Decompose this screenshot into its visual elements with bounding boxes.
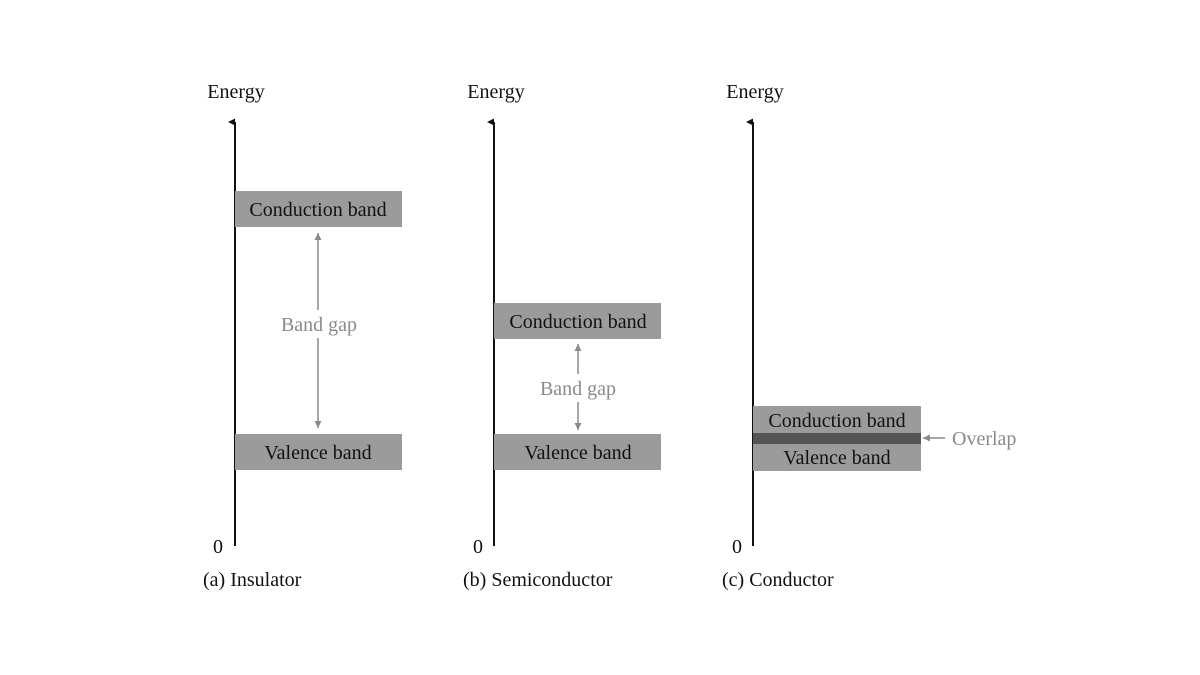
overlap-label: Overlap xyxy=(952,428,1016,450)
origin-label: 0 xyxy=(473,536,483,558)
overlap-band xyxy=(753,433,921,444)
panel-semiconductor: Energy Conduction band Band gap Valence … xyxy=(463,81,661,591)
band-gap-label: Band gap xyxy=(281,314,357,336)
valence-band xyxy=(235,434,402,470)
valence-band-label: Valence band xyxy=(783,447,890,469)
band-gap-label-bg xyxy=(533,374,623,402)
conduction-band xyxy=(235,191,402,227)
valence-band-label: Valence band xyxy=(524,442,631,464)
energy-axis-label: Energy xyxy=(726,81,783,103)
energy-axis-label: Energy xyxy=(467,81,524,103)
panel-insulator: Energy Conduction band Band gap Valence … xyxy=(203,81,402,591)
band-gap-label: Band gap xyxy=(540,378,616,400)
panel-caption: (a) Insulator xyxy=(203,569,302,591)
conduction-band xyxy=(494,303,661,339)
energy-axis-label: Energy xyxy=(207,81,264,103)
valence-band xyxy=(753,444,921,471)
conduction-band-label: Conduction band xyxy=(768,410,905,432)
panel-caption: (b) Semiconductor xyxy=(463,569,613,591)
panel-conductor: Energy Conduction band Valence band Over… xyxy=(722,81,1016,591)
valence-band xyxy=(494,434,661,470)
origin-label: 0 xyxy=(213,536,223,558)
valence-band-label: Valence band xyxy=(264,442,371,464)
conduction-band-label: Conduction band xyxy=(509,311,646,333)
origin-label: 0 xyxy=(732,536,742,558)
conduction-band-label: Conduction band xyxy=(249,199,386,221)
conduction-band xyxy=(753,406,921,433)
panel-caption: (c) Conductor xyxy=(722,569,834,591)
band-gap-label-bg xyxy=(274,310,364,338)
